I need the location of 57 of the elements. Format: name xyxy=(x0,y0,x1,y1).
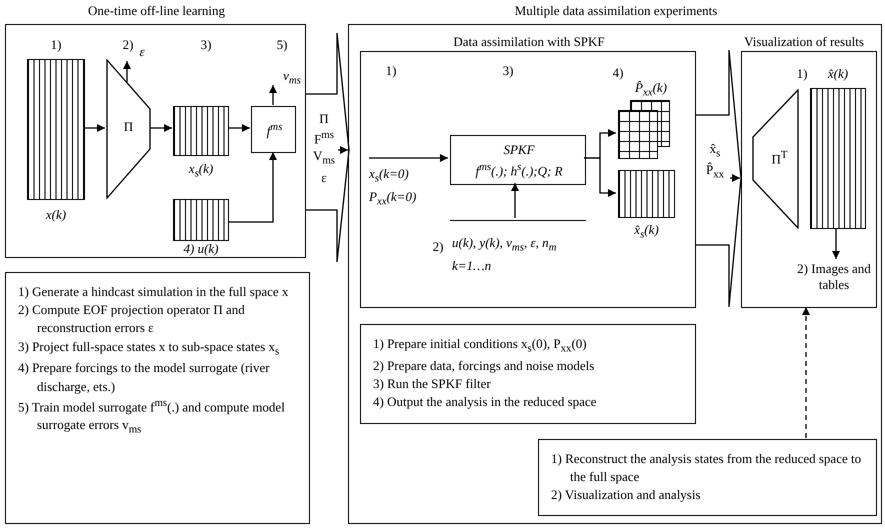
operator-label: Π$^{T}$ xyxy=(770,149,788,168)
arrow xyxy=(511,183,519,218)
process-box xyxy=(251,106,296,153)
step-number: 4) xyxy=(612,65,624,81)
notes-box xyxy=(360,324,696,424)
variable-label: 2) Images and tables xyxy=(796,261,872,294)
operator-label: Π xyxy=(122,119,134,136)
step-description: 4) Prepare forcings to the model surrogate (river discharge, ets.) xyxy=(18,359,271,396)
section-title: Multiple data assimilation experiments xyxy=(514,3,718,20)
step-number: 1) xyxy=(384,63,398,79)
process-label: f$^{ms}$ xyxy=(266,121,284,140)
section-title: One-time off-line learning xyxy=(87,3,226,20)
variable-label: x̂(k) xyxy=(826,66,850,83)
step-number: 3) xyxy=(200,37,212,53)
variable-label: P̂$_{xx}$(k) xyxy=(634,80,668,98)
arrow xyxy=(584,157,616,197)
step-number: 2) xyxy=(122,37,134,53)
variable-label: 4) u(k) xyxy=(182,241,220,258)
step-description: 2) Compute EOF projection operator Π and reconstruction errors ε xyxy=(18,301,246,338)
section-title: Data assimilation with SPKF xyxy=(452,34,606,51)
variable-label: x(k) xyxy=(44,207,68,224)
variable-label: x$_{s}$(k) xyxy=(188,161,214,179)
step-description: 3) Run the SPKF filter xyxy=(373,374,492,393)
step-number: 1) xyxy=(50,37,62,54)
step-number: 3) xyxy=(502,63,514,79)
step-description: 1) Reconstruct the analysis states from the reduced space to the full space xyxy=(551,450,862,486)
process-label: f$^{ms}$(.); h$^{s}$(.);Q; R xyxy=(474,161,564,180)
arrow xyxy=(228,124,250,132)
section-title: Visualization of results xyxy=(743,34,865,51)
notes-box xyxy=(538,439,877,516)
process-label: SPKF xyxy=(502,142,536,159)
process-box xyxy=(450,135,586,185)
arrow xyxy=(802,307,810,438)
chevron-arrow xyxy=(305,32,350,263)
step-number: 2) xyxy=(432,239,444,256)
arrow xyxy=(123,61,131,82)
arrow xyxy=(369,154,448,162)
step-description: 3) Project full-space states x to sub-space states x$_{s}$ xyxy=(18,338,280,360)
arrow xyxy=(150,124,172,132)
input-list: u(k), y(k), v$_{ms}$, ε, n$_{m}$ k=1…n xyxy=(452,233,586,273)
step-number: 1) xyxy=(796,66,808,83)
variable-label: ε xyxy=(138,44,146,60)
step-description: 5) Train model surrogate f$^{ms}$(.) and compute model surrogate errors v$_{ms}$ xyxy=(18,396,286,438)
step-number: 5) xyxy=(276,37,288,53)
step-description: 1) Prepare initial conditions x$_{s}$(0), P$_{xx}$(0) xyxy=(373,335,588,357)
notes-box xyxy=(5,272,310,524)
step-description: 2) Visualization and analysis xyxy=(551,486,702,504)
variable-label: x̂$_{s}$(k) xyxy=(633,222,660,240)
chevron-arrow xyxy=(694,49,742,308)
step-description: 1) Generate a hindcast simulation in the full space x xyxy=(18,283,290,301)
step-description: 4) Output the analysis in the reduced space xyxy=(373,393,598,412)
arrow xyxy=(228,152,277,223)
arrow xyxy=(269,85,277,105)
variable-label: v$_{ms}$ xyxy=(282,68,302,85)
step-description: 2) Prepare data, forcings and noise models xyxy=(373,356,596,375)
arrow xyxy=(84,124,105,132)
arrow xyxy=(832,227,840,259)
